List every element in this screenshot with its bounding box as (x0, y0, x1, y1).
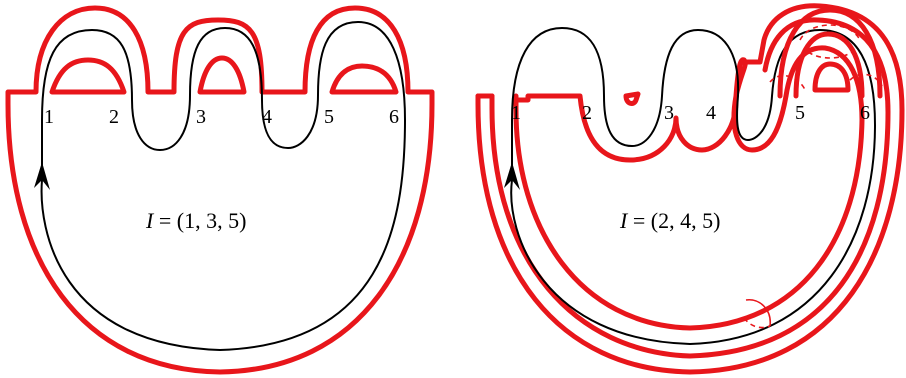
dashed-arc-bottom (743, 317, 771, 329)
red-cap-1 (49, 57, 127, 95)
formula-left: I = (1, 3, 5) (145, 208, 246, 233)
formula-rhs: (2, 4, 5) (651, 208, 721, 233)
marker-label-4: 4 (706, 102, 716, 124)
red-cap-5 (812, 61, 851, 93)
marker-label-5: 5 (795, 102, 805, 124)
dashed-arc-mid (807, 51, 853, 59)
red-small-loop (623, 91, 641, 106)
formula-lhs: I (145, 208, 155, 233)
black-loop-curve (40, 21, 406, 351)
black-loop-curve (510, 27, 876, 345)
red-cap-3 (197, 55, 247, 95)
panel-right: 1 2 3 4 5 6 I = (2, 4, 5) (475, 3, 905, 375)
marker-label-4: 4 (262, 106, 272, 128)
marker-label-3: 3 (196, 106, 206, 128)
red-outer-boundary (5, 5, 435, 375)
thin-arc-bottom (745, 299, 771, 327)
formula-right: I = (2, 4, 5) (619, 208, 720, 233)
marker-label-6: 6 (389, 106, 399, 128)
panel-left: 1 2 3 4 5 6 I = (1, 3, 5) (5, 5, 435, 375)
marker-label-3: 3 (664, 102, 674, 124)
formula-lhs: I (619, 208, 629, 233)
red-cap-5 (329, 63, 399, 95)
formula-eq: = (627, 208, 650, 233)
dashed-arc-top (799, 24, 861, 41)
marker-label-2: 2 (109, 106, 119, 128)
red-inner-arc (793, 31, 865, 99)
marker-label-1: 1 (44, 106, 54, 128)
marker-label-5: 5 (324, 106, 334, 128)
dashed-arc-right (849, 73, 883, 87)
direction-arrow-icon (504, 162, 520, 190)
marker-label-6: 6 (860, 102, 870, 124)
red-outer-boundary (475, 3, 905, 375)
formula-rhs: (1, 3, 5) (177, 208, 247, 233)
marker-label-1: 1 (511, 102, 521, 124)
red-middle-boundary (489, 17, 891, 359)
dashed-arc-left (769, 74, 807, 93)
red-upper-loop (777, 7, 883, 99)
formula-eq: = (153, 208, 176, 233)
marker-label-2: 2 (582, 102, 592, 124)
direction-arrow-icon (34, 162, 50, 190)
red-inner-boundary (475, 45, 865, 331)
